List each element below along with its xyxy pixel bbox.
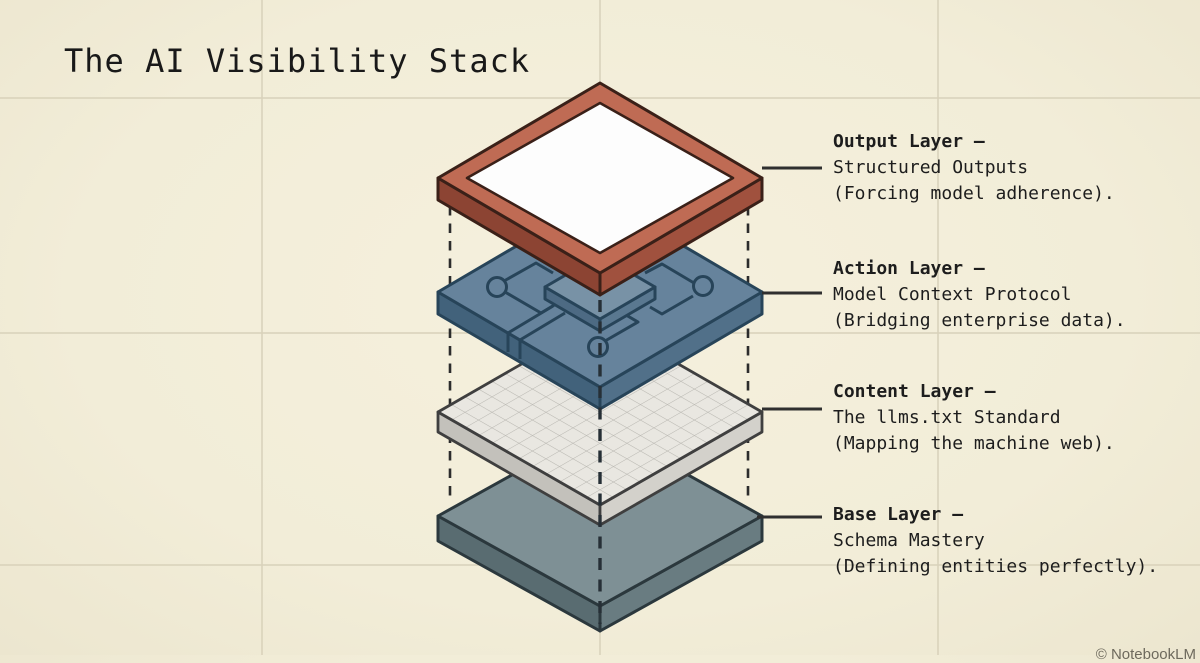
layer-label-output: Output Layer – Structured Outputs (Forci…: [833, 129, 1200, 207]
circuit-traces: [486, 261, 714, 359]
output-layer-graphic: [436, 81, 764, 297]
output-layer-line2: (Forcing model adherence).: [833, 183, 1115, 204]
connector-lines: [757, 166, 822, 519]
guide-dashes: [448, 206, 750, 500]
action-layer-heading: Action Layer –: [833, 258, 985, 279]
base-layer-line1: Schema Mastery: [833, 530, 985, 551]
base-layer-line2: (Defining entities perfectly).: [833, 556, 1159, 577]
output-layer-line1: Structured Outputs: [833, 157, 1029, 178]
layer-label-base: Base Layer – Schema Mastery (Defining en…: [833, 502, 1200, 580]
output-layer-heading: Output Layer –: [833, 131, 985, 152]
content-layer-line2: (Mapping the machine web).: [833, 433, 1115, 454]
layer-label-content: Content Layer – The llms.txt Standard (M…: [833, 379, 1200, 457]
page-title: The AI Visibility Stack: [64, 42, 531, 80]
action-layer-line2: (Bridging enterprise data).: [833, 310, 1126, 331]
content-layer-line1: The llms.txt Standard: [833, 407, 1061, 428]
base-layer-heading: Base Layer –: [833, 504, 964, 525]
layer-label-action: Action Layer – Model Context Protocol (B…: [833, 256, 1200, 334]
content-layer-heading: Content Layer –: [833, 381, 996, 402]
action-layer-line1: Model Context Protocol: [833, 284, 1072, 305]
